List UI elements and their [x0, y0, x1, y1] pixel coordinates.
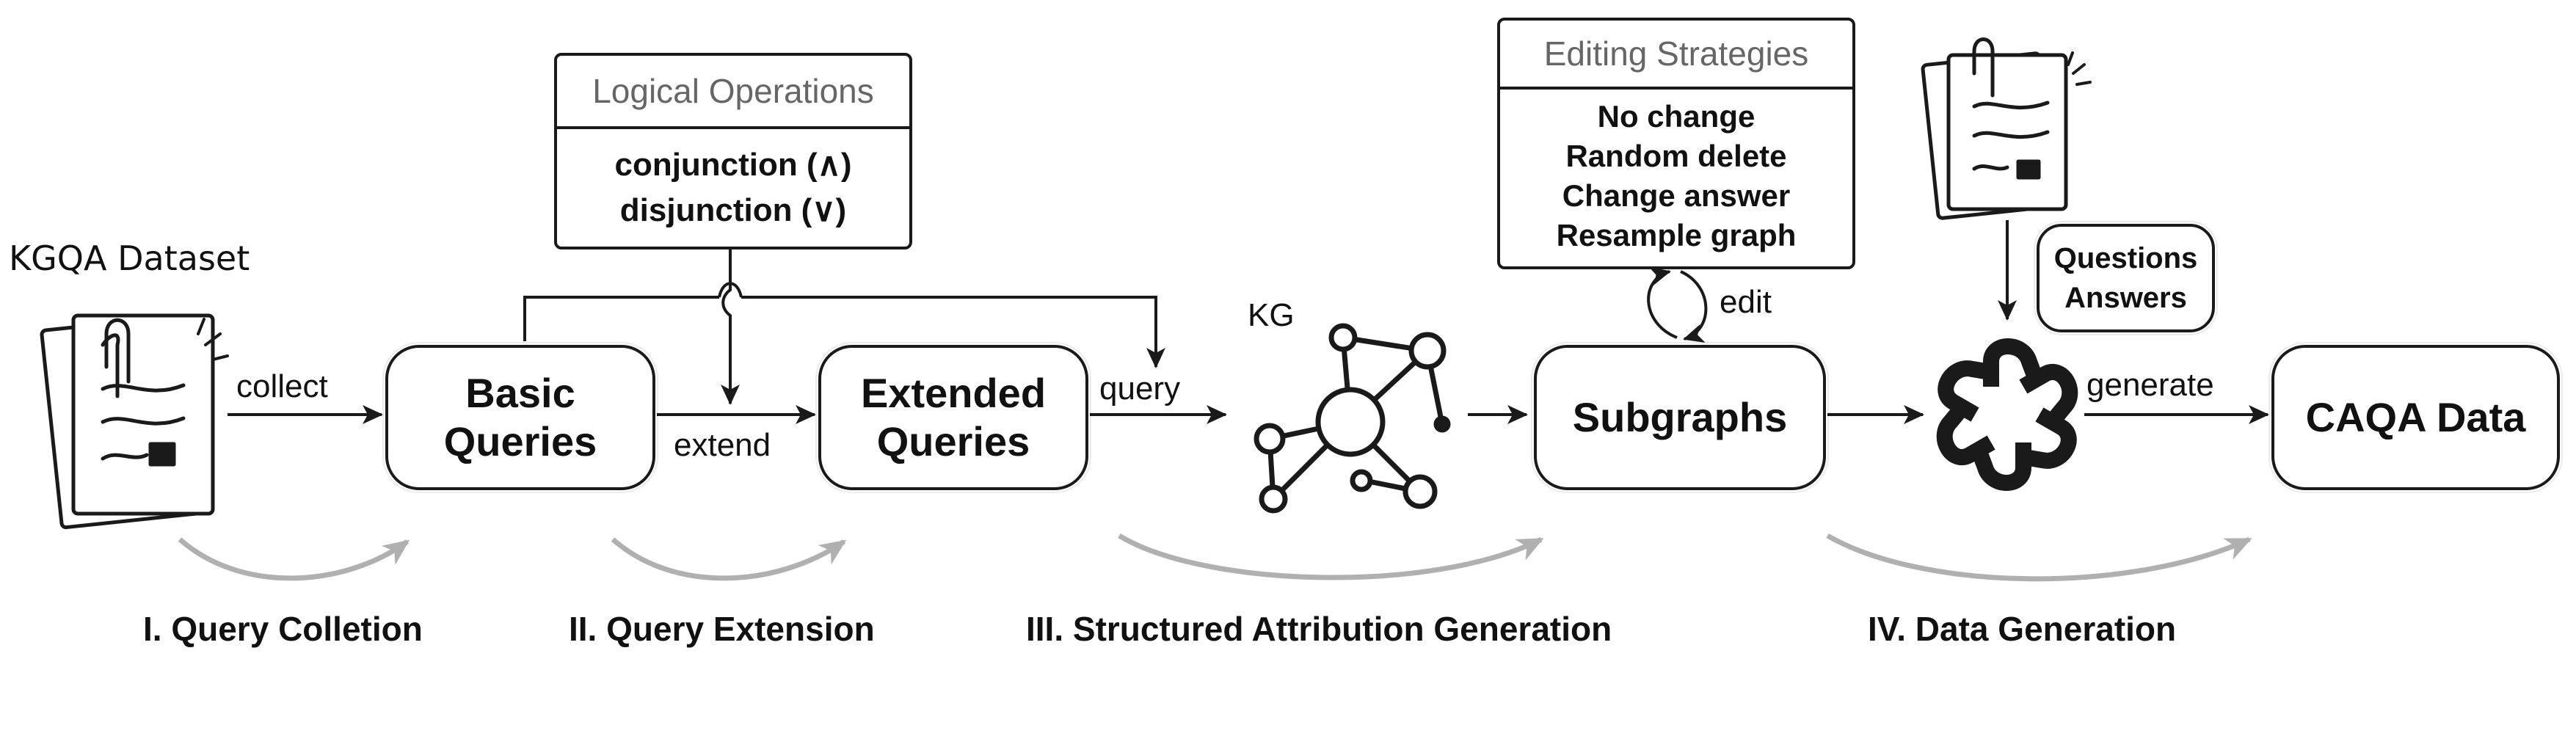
stage-arc-4 — [1826, 533, 2252, 582]
subgraphs-label: Subgraphs — [1572, 394, 1788, 440]
editing-strategies-list: No change Random delete Change answer Re… — [1500, 97, 1852, 255]
logical-operations-panel: Logical Operations conjunction (∧) disju… — [554, 53, 912, 249]
stage-title-4: IV. Data Generation — [1868, 610, 2177, 648]
edge-label-generate: generate — [2086, 367, 2214, 403]
edge-label-collect: collect — [236, 368, 328, 404]
stage-title-2: II. Query Extension — [569, 610, 875, 648]
subgraphs-box: Subgraphs — [1534, 345, 1826, 490]
logical-ops-down-arrow — [721, 249, 740, 405]
editing-strategy-item: Random delete — [1565, 139, 1787, 173]
edge-label-extend: extend — [674, 427, 771, 463]
caqa-data-box: CAQA Data — [2271, 345, 2560, 490]
questions-answers-box: Questions Answers — [2037, 224, 2215, 332]
stage-arc-3 — [1118, 533, 1544, 580]
stage-title-1: I. Query Colletion — [143, 610, 423, 648]
editing-strategy-item: Change answer — [1562, 178, 1791, 213]
edge-label-edit: edit — [1720, 284, 1772, 320]
edit-loop-icon — [1647, 266, 1708, 343]
questions-answers-label: Questions Answers — [2053, 242, 2198, 314]
stage-arc-1 — [178, 537, 410, 581]
logical-operations-list: conjunction (∧) disjunction (∨) — [557, 142, 909, 233]
logical-operation-item: disjunction (∨) — [619, 192, 847, 228]
extended-queries-label: Extended Queries — [860, 370, 1047, 464]
document-stack-icon — [1921, 37, 2092, 220]
editing-strategies-panel: Editing Strategies No change Random dele… — [1497, 18, 1855, 269]
basic-queries-label: Basic Queries — [443, 370, 597, 464]
caqa-data-label: CAQA Data — [2305, 394, 2526, 440]
logical-ops-connector — [523, 296, 1156, 367]
editing-strategies-title: Editing Strategies — [1500, 21, 1852, 90]
extended-queries-box: Extended Queries — [818, 345, 1088, 490]
stage-title-3: III. Structured Attribution Generation — [1026, 610, 1612, 648]
editing-strategy-item: Resample graph — [1556, 218, 1797, 252]
edge-label-query: query — [1099, 371, 1181, 407]
basic-queries-box: Basic Queries — [385, 345, 655, 490]
logical-operations-title: Logical Operations — [557, 56, 909, 129]
openai-logo-icon — [1932, 338, 2081, 483]
logical-operation-item: conjunction (∧) — [614, 147, 852, 183]
document-stack-icon — [40, 313, 229, 530]
kg-label: KG — [1248, 297, 1295, 333]
stage-arc-2 — [611, 537, 847, 581]
kgqa-dataset-label: KGQA Dataset — [9, 238, 250, 278]
editing-strategy-item: No change — [1597, 99, 1755, 134]
knowledge-graph-icon — [1254, 323, 1451, 514]
